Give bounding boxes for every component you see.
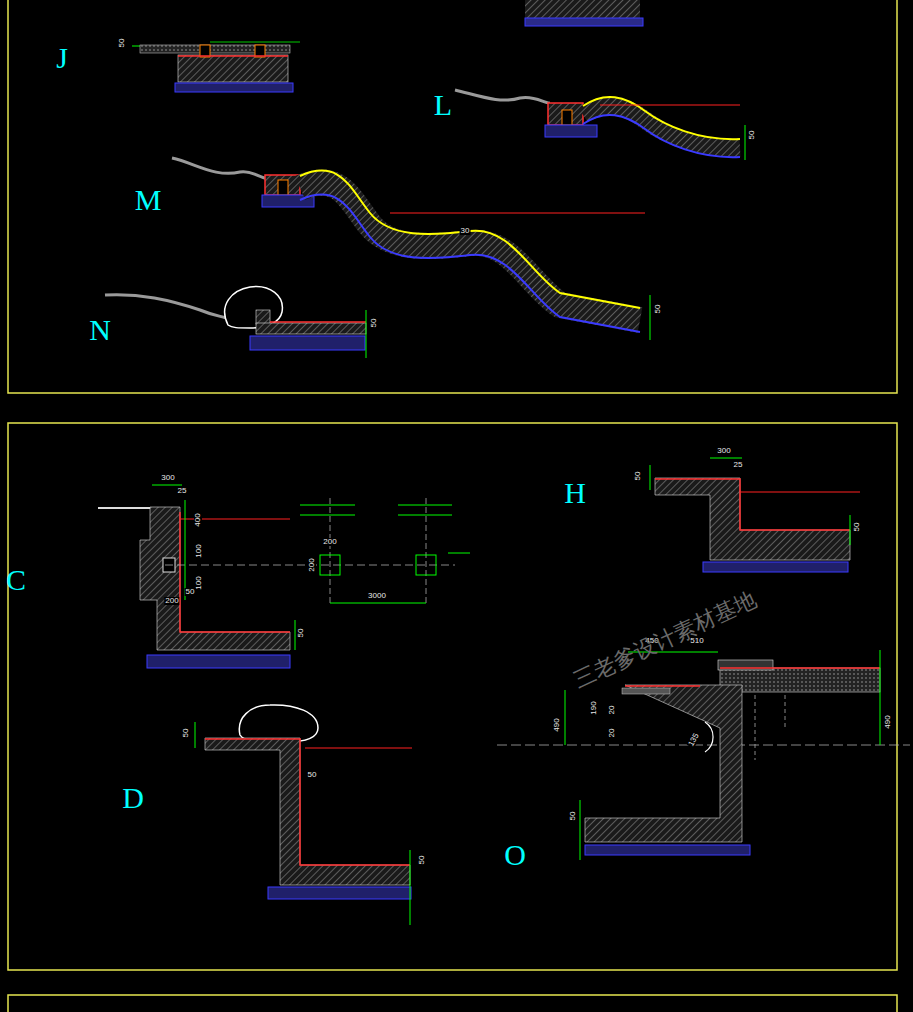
section-letter: J bbox=[55, 43, 69, 73]
dimension: 50 bbox=[185, 588, 196, 596]
dimension: 50 bbox=[853, 522, 861, 533]
dimension: 25 bbox=[733, 461, 744, 469]
dimension: 50 bbox=[182, 728, 190, 739]
dimension: 200 bbox=[308, 557, 316, 572]
dimension: 190 bbox=[590, 700, 598, 715]
section-letter: D bbox=[121, 783, 145, 813]
section-letter: O bbox=[503, 840, 527, 870]
dimension: 50 bbox=[418, 855, 426, 866]
dimension: 50 bbox=[297, 628, 305, 639]
dimension: 20 bbox=[608, 705, 616, 716]
dimension: 50 bbox=[748, 130, 756, 141]
section-letter: N bbox=[88, 315, 112, 345]
dimension: 50 bbox=[654, 304, 662, 315]
dimension: 3000 bbox=[367, 592, 387, 600]
dimension: 50 bbox=[307, 771, 318, 779]
dimension: 50 bbox=[118, 38, 126, 49]
section-letter: H bbox=[563, 478, 587, 508]
dimension: 135 bbox=[687, 731, 702, 748]
watermark: 三老爹设计素材基地 bbox=[570, 588, 761, 692]
dimension: 25 bbox=[177, 487, 188, 495]
dimension: 100 bbox=[195, 543, 203, 558]
dimension: 30 bbox=[460, 227, 471, 235]
dimension: 100 bbox=[195, 575, 203, 590]
dimension: 300 bbox=[716, 447, 731, 455]
dimension: 50 bbox=[370, 318, 378, 329]
section-letter: M bbox=[134, 185, 163, 215]
dimension: 200 bbox=[164, 597, 179, 605]
section-letter: L bbox=[433, 90, 453, 120]
dimension: 490 bbox=[553, 717, 561, 732]
dimension: 20 bbox=[608, 728, 616, 739]
dimension: 50 bbox=[634, 471, 642, 482]
dimension: 400 bbox=[194, 512, 202, 527]
dimension: 490 bbox=[884, 714, 892, 729]
dimension: 300 bbox=[160, 474, 175, 482]
section-letter: C bbox=[5, 565, 27, 595]
dimension: 50 bbox=[569, 811, 577, 822]
dimension: 200 bbox=[322, 538, 337, 546]
